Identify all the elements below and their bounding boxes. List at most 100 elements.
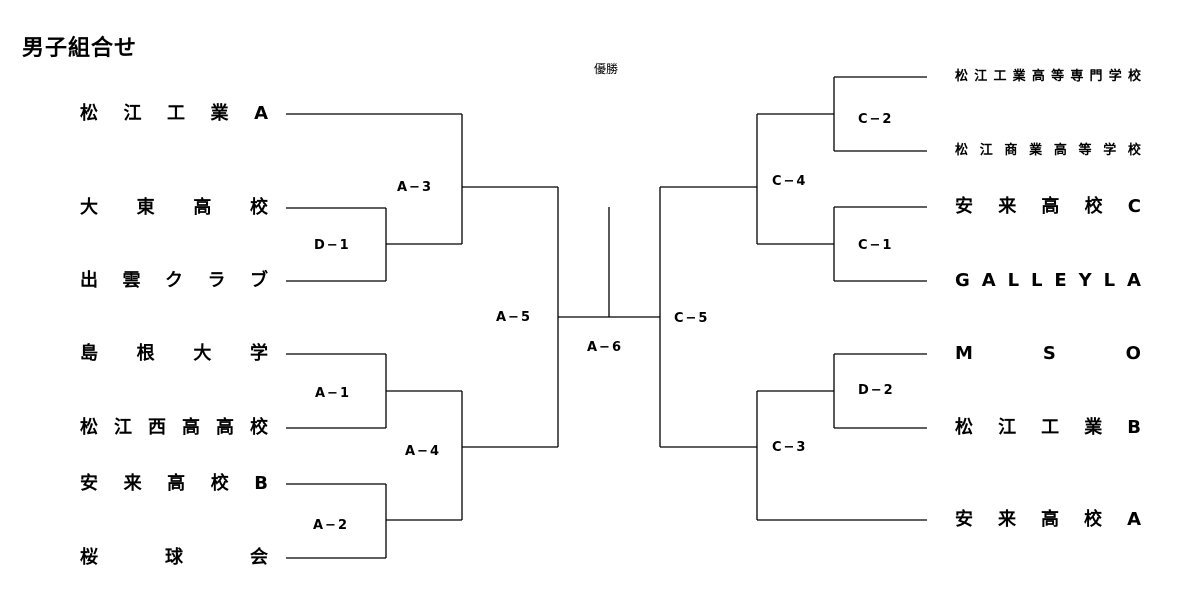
team-name-char: 江 (998, 417, 1017, 438)
team-name-char: 商 (1004, 143, 1018, 158)
team-name-char: 江 (123, 103, 142, 124)
team-name-char: 門 (1089, 69, 1103, 84)
team-name-char: 松 (80, 417, 98, 438)
team-name-char: 島 (80, 343, 98, 364)
team-name-char: B (254, 473, 268, 494)
match-label-c4: C−4 (772, 174, 808, 189)
match-label-c2: C−2 (858, 112, 894, 127)
team-name-char: 業 (1029, 143, 1043, 158)
team-name-char: A (1127, 509, 1141, 530)
match-label-a1: A−1 (315, 386, 351, 401)
team-left: 桜球会 (80, 545, 268, 571)
team-name-char: 球 (165, 547, 183, 568)
match-label-d1: D−1 (314, 238, 351, 253)
team-left: 島根大学 (80, 341, 268, 367)
team-name-char: A (1126, 270, 1141, 291)
team-name-char: 来 (123, 473, 142, 494)
match-label-d2: D−2 (858, 383, 895, 398)
match-label-a4: A−4 (405, 444, 441, 459)
match-label-c3: C−3 (772, 440, 808, 455)
team-name-char: 松 (955, 69, 969, 84)
team-name-char: 高 (182, 417, 200, 438)
team-left: 出雲クラブ (80, 268, 268, 294)
team-name-char: 根 (136, 343, 155, 364)
team-name-char: 校 (1127, 143, 1141, 158)
team-name-char: C (1127, 196, 1141, 217)
team-name-char: 学 (249, 343, 268, 364)
team-name-char: 業 (1084, 417, 1103, 438)
team-name-char: B (1127, 417, 1141, 438)
team-name-char: 校 (250, 417, 268, 438)
team-name-char: 江 (979, 143, 993, 158)
team-name-char: 安 (955, 509, 973, 530)
team-name-char: 業 (1012, 69, 1026, 84)
team-name-char: 等 (1051, 69, 1065, 84)
team-name-char: 業 (210, 103, 229, 124)
team-name-char: G (955, 270, 970, 291)
team-name-char: 校 (210, 473, 229, 494)
team-left: 松江西高高校 (80, 415, 268, 441)
team-name-char: A (981, 270, 996, 291)
team-name-char: 安 (955, 196, 973, 217)
team-name-char: 工 (167, 103, 186, 124)
team-name-char: 来 (998, 196, 1017, 217)
team-name-char: L (1030, 270, 1043, 291)
team-name-char: ク (165, 270, 183, 291)
team-name-char: 松 (80, 103, 98, 124)
team-name-char: 桜 (80, 547, 98, 568)
team-name-char: S (1042, 343, 1056, 364)
match-label-a5: A−5 (496, 310, 532, 325)
team-name-char: 学 (1108, 69, 1122, 84)
team-left: 大東高校 (80, 195, 268, 221)
champion-label: 優勝 (594, 62, 619, 76)
team-name-char: 高 (1041, 196, 1060, 217)
match-label-c5: C−5 (674, 311, 710, 326)
team-name-char: 来 (998, 509, 1017, 530)
match-label-c1: C−1 (858, 238, 894, 253)
team-name-char: 校 (249, 197, 268, 218)
team-name-char: 大 (193, 343, 212, 364)
team-name-char: 大 (80, 197, 98, 218)
page-title: 男子組合せ (22, 36, 138, 61)
team-name-char: 高 (167, 473, 186, 494)
team-name-char: 松 (955, 143, 969, 158)
match-label-a6: A−6 (587, 340, 623, 355)
team-name-char: 専 (1070, 69, 1084, 84)
team-name-char: A (254, 103, 268, 124)
team-name-char: 東 (136, 197, 155, 218)
team-name-char: O (1125, 343, 1141, 364)
team-name-char: 校 (1084, 196, 1103, 217)
team-name-char: 高 (1053, 143, 1067, 158)
match-label-a3: A−3 (397, 180, 433, 195)
team-name-char: 安 (80, 473, 98, 494)
match-label-a2: A−2 (313, 518, 349, 533)
team-name-char: Y (1078, 270, 1092, 291)
team-name-char: M (955, 343, 973, 364)
team-name-char: 校 (1084, 509, 1103, 530)
team-name-char: 出 (80, 270, 98, 291)
team-right: 松江商業高等学校 (955, 138, 1141, 164)
team-name-char: 西 (148, 417, 166, 438)
team-name-char: 等 (1078, 143, 1092, 158)
team-name-char: 雲 (122, 270, 141, 291)
team-name-char: 会 (250, 547, 268, 568)
team-name-char: 高 (1041, 509, 1060, 530)
team-name-char: ラ (207, 270, 226, 291)
team-name-char: 高 (1031, 69, 1045, 84)
team-name-char: 松 (955, 417, 973, 438)
team-name-char: E (1054, 270, 1067, 291)
team-name-char: 工 (1041, 417, 1060, 438)
team-name-char: 高 (216, 417, 234, 438)
team-name-char: L (1103, 270, 1116, 291)
team-right: 松江工業高等専門学校 (955, 64, 1141, 90)
team-name-char: 江 (114, 417, 132, 438)
team-name-char: 工 (993, 69, 1007, 84)
